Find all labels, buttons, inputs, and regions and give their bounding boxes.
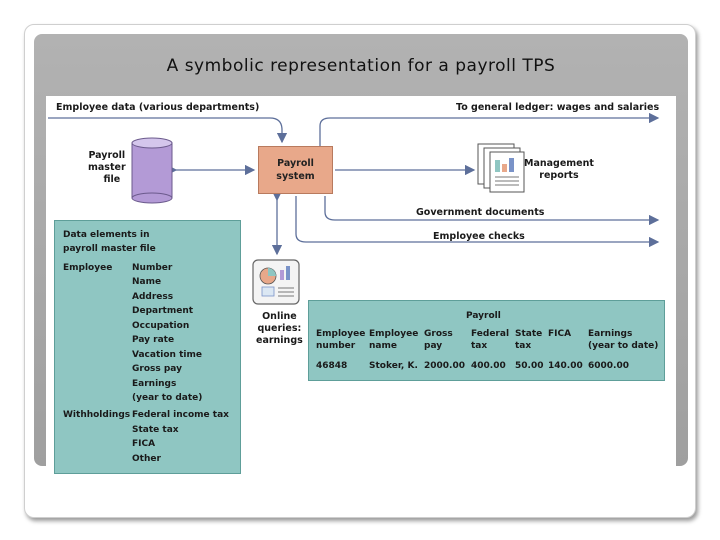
ledger-label: To general ledger: wages and salaries <box>456 102 660 113</box>
gov-docs-label: Government documents <box>416 207 545 218</box>
reports-label: Management reports <box>524 158 594 181</box>
employee-field: Vacation time <box>132 350 202 360</box>
master-file-cylinder <box>131 137 173 204</box>
ledger-arrow <box>319 112 660 146</box>
employee-label: Employee <box>63 263 113 273</box>
withholding-field: Other <box>132 454 161 464</box>
gov-docs-arrow <box>324 196 660 226</box>
query-screen-icon <box>252 259 300 305</box>
panel-title-line2: payroll master file <box>63 244 156 254</box>
table-header: FICA <box>548 329 572 339</box>
employee-field: Pay rate <box>132 335 175 345</box>
employee-field: Number <box>132 263 173 273</box>
table-header: Earnings(year to date) <box>588 329 659 351</box>
table-cell: 46848 <box>316 361 348 371</box>
employee-field: Address <box>132 292 174 302</box>
checks-label: Employee checks <box>433 231 525 242</box>
panel-title-line1: Data elements in <box>63 230 150 240</box>
employee-field: Department <box>132 306 194 316</box>
employee-field: Occupation <box>132 321 190 331</box>
report-stack-icon <box>477 143 525 193</box>
table-cell: 400.00 <box>471 361 506 371</box>
payroll-system-box: Payroll system <box>258 146 333 194</box>
table-cell: Stoker, K. <box>369 361 418 371</box>
table-cell: 50.00 <box>515 361 544 371</box>
queries-label: Online queries: earnings <box>256 311 303 346</box>
table-cell: 2000.00 <box>424 361 465 371</box>
employee-field: (year to date) <box>132 393 203 403</box>
payroll-table-panel <box>308 300 665 381</box>
master-file-label: Payroll master file <box>88 150 126 185</box>
payroll-table-title: Payroll <box>466 311 501 321</box>
table-cell: 6000.00 <box>588 361 629 371</box>
input-label: Employee data (various departments) <box>56 102 260 113</box>
withholding-field: Federal income tax <box>132 410 229 420</box>
withholdings-label: Withholdings <box>63 410 131 420</box>
employee-field: Name <box>132 277 162 287</box>
table-cell: 140.00 <box>548 361 583 371</box>
slide-title: A symbolic representation for a payroll … <box>166 56 556 76</box>
data-elements-panel <box>54 220 241 474</box>
checks-arrow <box>295 196 660 248</box>
employee-field: Gross pay <box>132 364 182 374</box>
employee-field: Earnings <box>132 379 177 389</box>
withholding-field: FICA <box>132 439 156 449</box>
withholding-field: State tax <box>132 425 179 435</box>
input-arrow <box>48 117 288 144</box>
